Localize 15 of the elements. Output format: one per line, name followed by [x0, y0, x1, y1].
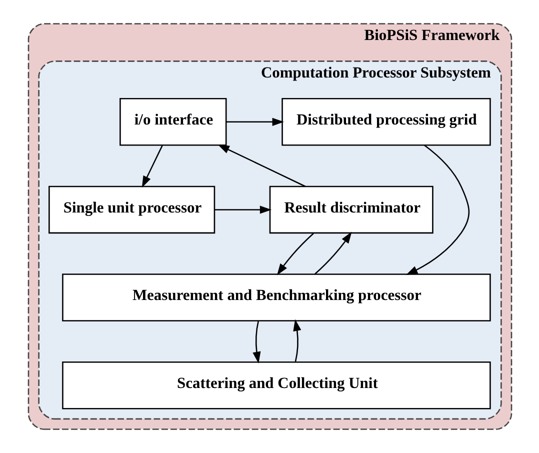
arrow [292, 319, 301, 362]
node-box: Scattering and Collecting Unit [62, 361, 490, 410]
arrow [214, 206, 272, 214]
arrow [217, 144, 305, 187]
node-box: Distributed processing grid [281, 98, 490, 146]
node-box: Result discriminator [268, 186, 433, 234]
node-box: Measurement and Benchmarking processor [62, 274, 490, 322]
arrow [314, 232, 352, 274]
node-box: Single unit processor [48, 186, 215, 234]
arrow [252, 321, 260, 364]
arrow [276, 232, 314, 276]
arrow [141, 145, 162, 188]
node-box: i/o interface [119, 98, 226, 146]
arrow [406, 144, 470, 275]
arrow [226, 118, 284, 126]
